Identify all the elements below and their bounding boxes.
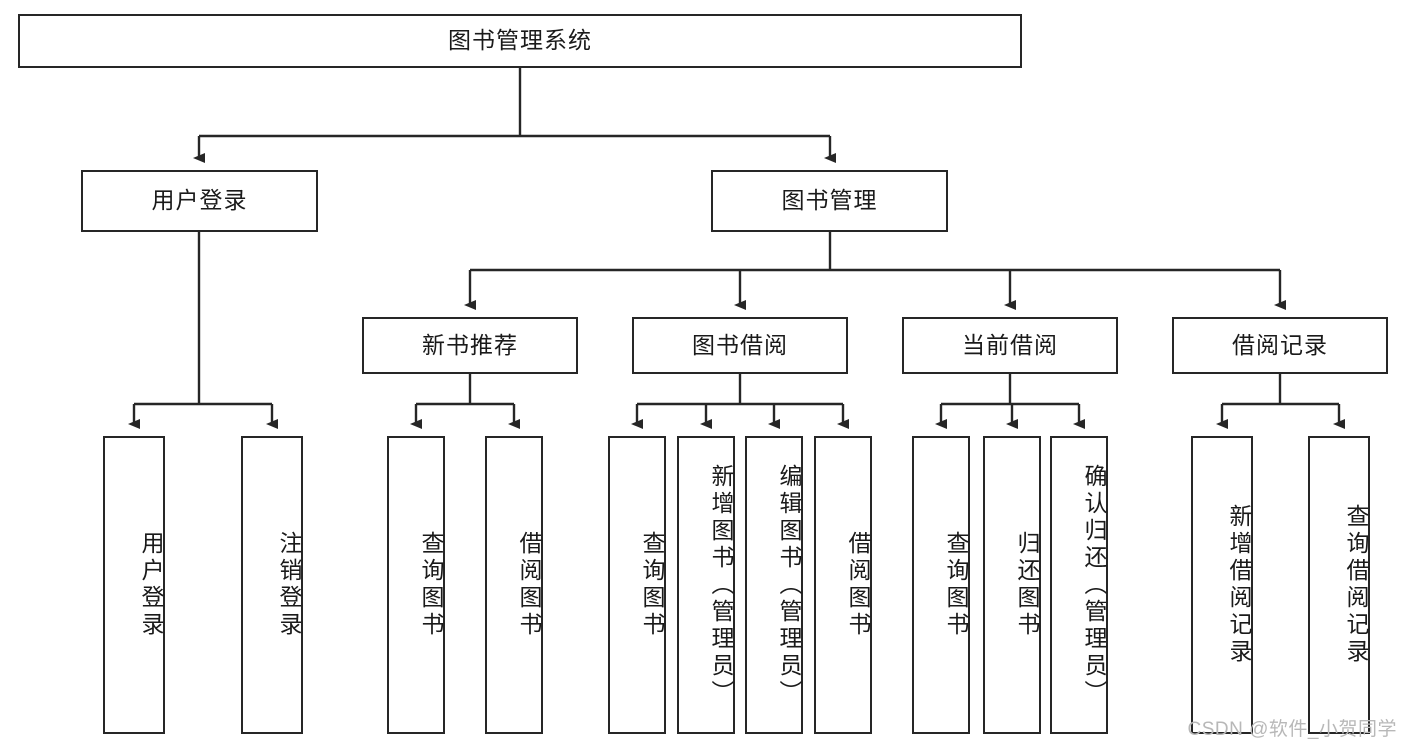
leaf-query-book-borrow[interactable]: 查询图书 [608,436,666,734]
leaf-add-book-admin-label: 新增图书（管理员） [708,463,734,707]
leaf-edit-book-admin[interactable]: 编辑图书（管理员） [745,436,803,734]
leaf-borrow-book[interactable]: 借阅图书 [814,436,872,734]
leaf-add-borrow-record[interactable]: 新增借阅记录 [1191,436,1253,734]
leaf-query-borrow-record-label: 查询借阅记录 [1343,504,1369,666]
leaf-logout[interactable]: 注销登录 [241,436,303,734]
leaf-confirm-return-admin-label: 确认归还（管理员） [1081,463,1107,707]
node-new-book-recommend[interactable]: 新书推荐 [362,317,578,374]
leaf-query-book-current[interactable]: 查询图书 [912,436,970,734]
node-root[interactable]: 图书管理系统 [18,14,1022,68]
leaf-query-book-newbook[interactable]: 查询图书 [387,436,445,734]
leaf-add-borrow-record-label: 新增借阅记录 [1226,504,1252,666]
node-new-book-recommend-label: 新书推荐 [422,331,518,358]
node-current-borrow-label: 当前借阅 [962,331,1058,358]
node-book-management-label: 图书管理 [781,187,878,214]
leaf-user-login-label: 用户登录 [138,531,164,639]
leaf-borrow-book-newbook-label: 借阅图书 [516,531,542,639]
leaf-confirm-return-admin[interactable]: 确认归还（管理员） [1050,436,1108,734]
node-user-login[interactable]: 用户登录 [81,170,318,232]
leaf-edit-book-admin-label: 编辑图书（管理员） [776,463,802,707]
leaf-return-book[interactable]: 归还图书 [983,436,1041,734]
node-current-borrow[interactable]: 当前借阅 [902,317,1118,374]
leaf-query-book-newbook-label: 查询图书 [418,531,444,639]
leaf-query-book-current-label: 查询图书 [943,531,969,639]
node-borrow-record-label: 借阅记录 [1232,331,1328,358]
node-borrow-record[interactable]: 借阅记录 [1172,317,1388,374]
leaf-add-book-admin[interactable]: 新增图书（管理员） [677,436,735,734]
node-book-borrow-label: 图书借阅 [692,331,788,358]
leaf-user-login[interactable]: 用户登录 [103,436,165,734]
node-book-management[interactable]: 图书管理 [711,170,948,232]
leaf-return-book-label: 归还图书 [1014,531,1040,639]
node-book-borrow[interactable]: 图书借阅 [632,317,848,374]
leaf-borrow-book-label: 借阅图书 [845,531,871,639]
leaf-borrow-book-newbook[interactable]: 借阅图书 [485,436,543,734]
node-root-label: 图书管理系统 [448,27,592,54]
leaf-query-borrow-record[interactable]: 查询借阅记录 [1308,436,1370,734]
leaf-query-book-borrow-label: 查询图书 [639,531,665,639]
leaf-logout-label: 注销登录 [276,531,302,639]
node-user-login-label: 用户登录 [151,187,248,214]
